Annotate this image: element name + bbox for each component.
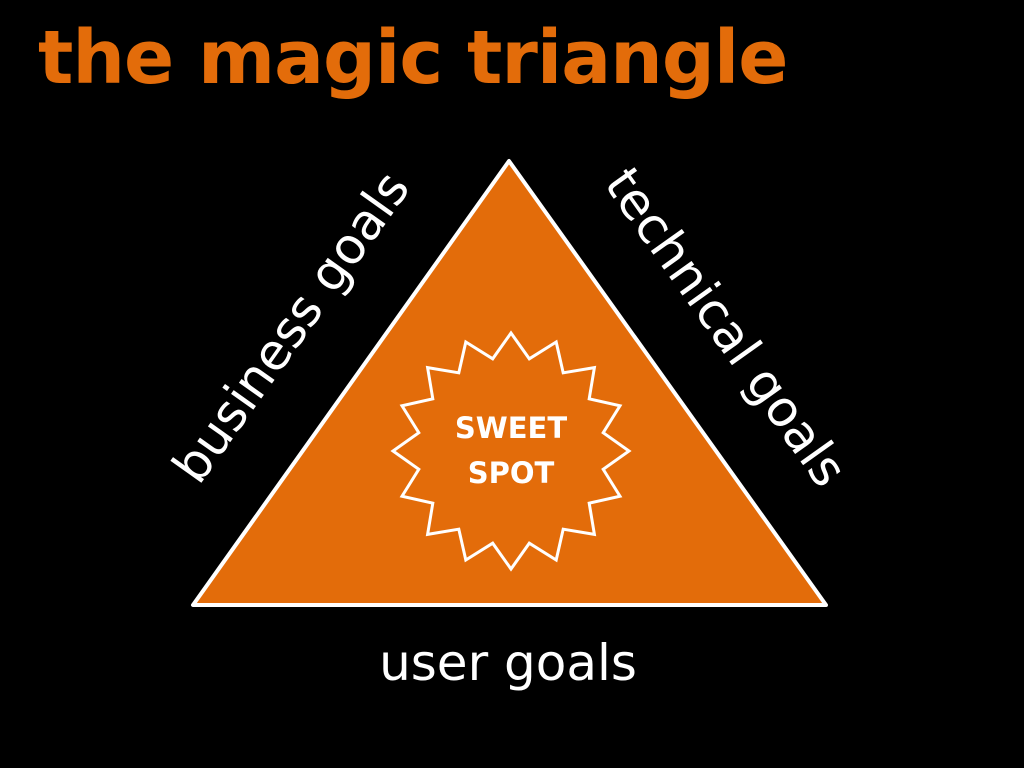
sweet-spot-starburst <box>390 330 632 572</box>
sweet-spot-label-line2: SPOT <box>468 456 555 490</box>
user-goals-label: user goals <box>379 634 637 692</box>
slide-title: the magic triangle <box>38 15 788 101</box>
sweet-spot-label-line1: SWEET <box>455 411 567 445</box>
